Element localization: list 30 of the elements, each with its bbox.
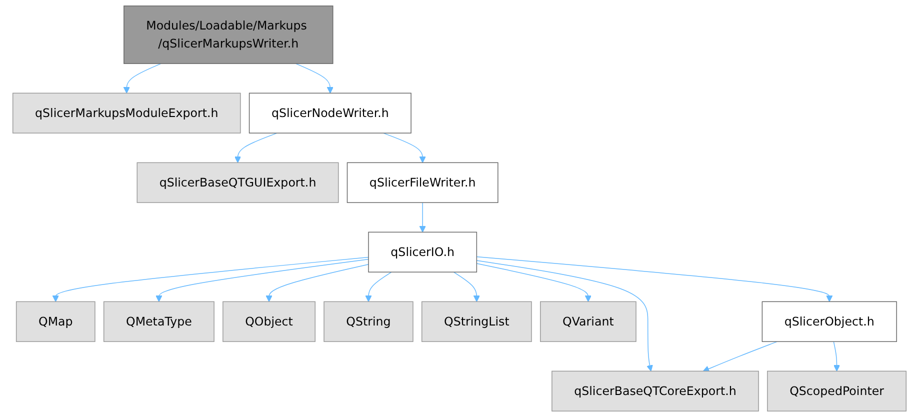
node-box: qSlicerMarkupsModuleExport.h — [12, 92, 241, 134]
arrow — [266, 264, 369, 302]
arrow — [234, 132, 278, 163]
arrow — [833, 341, 840, 372]
arrow — [476, 256, 833, 302]
arrow — [476, 260, 653, 372]
node-box: QMetaType — [103, 301, 214, 342]
node-box: QObject — [222, 301, 316, 342]
node-box: qSlicerObject.h — [762, 301, 897, 342]
arrow — [382, 132, 426, 163]
arrow — [365, 272, 392, 302]
node-box: QScopedPointer — [767, 370, 907, 412]
node-box: Modules/Loadable/Markups /qSlicerMarkupsWriter.h — [124, 6, 334, 64]
node-box: qSlicerBaseQTCoreExport.h — [552, 370, 759, 412]
arrow — [52, 256, 369, 302]
node-box: qSlicerBaseQTGUIExport.h — [136, 162, 339, 203]
node-box: qSlicerNodeWriter.h — [248, 92, 412, 134]
arrow — [295, 63, 334, 94]
node-box: qSlicerIO.h — [368, 232, 478, 272]
arrow — [419, 202, 426, 232]
node-box: QStringList — [421, 301, 532, 342]
node-box: qSlicerFileWriter.h — [346, 162, 498, 203]
node-box: QMap — [16, 301, 96, 342]
arrow — [476, 263, 592, 302]
arrow — [156, 258, 369, 302]
arrow — [453, 272, 480, 302]
arrow — [123, 63, 162, 94]
node-box: QVariant — [540, 301, 636, 342]
arrow — [702, 341, 778, 372]
node-box: QString — [324, 301, 414, 342]
